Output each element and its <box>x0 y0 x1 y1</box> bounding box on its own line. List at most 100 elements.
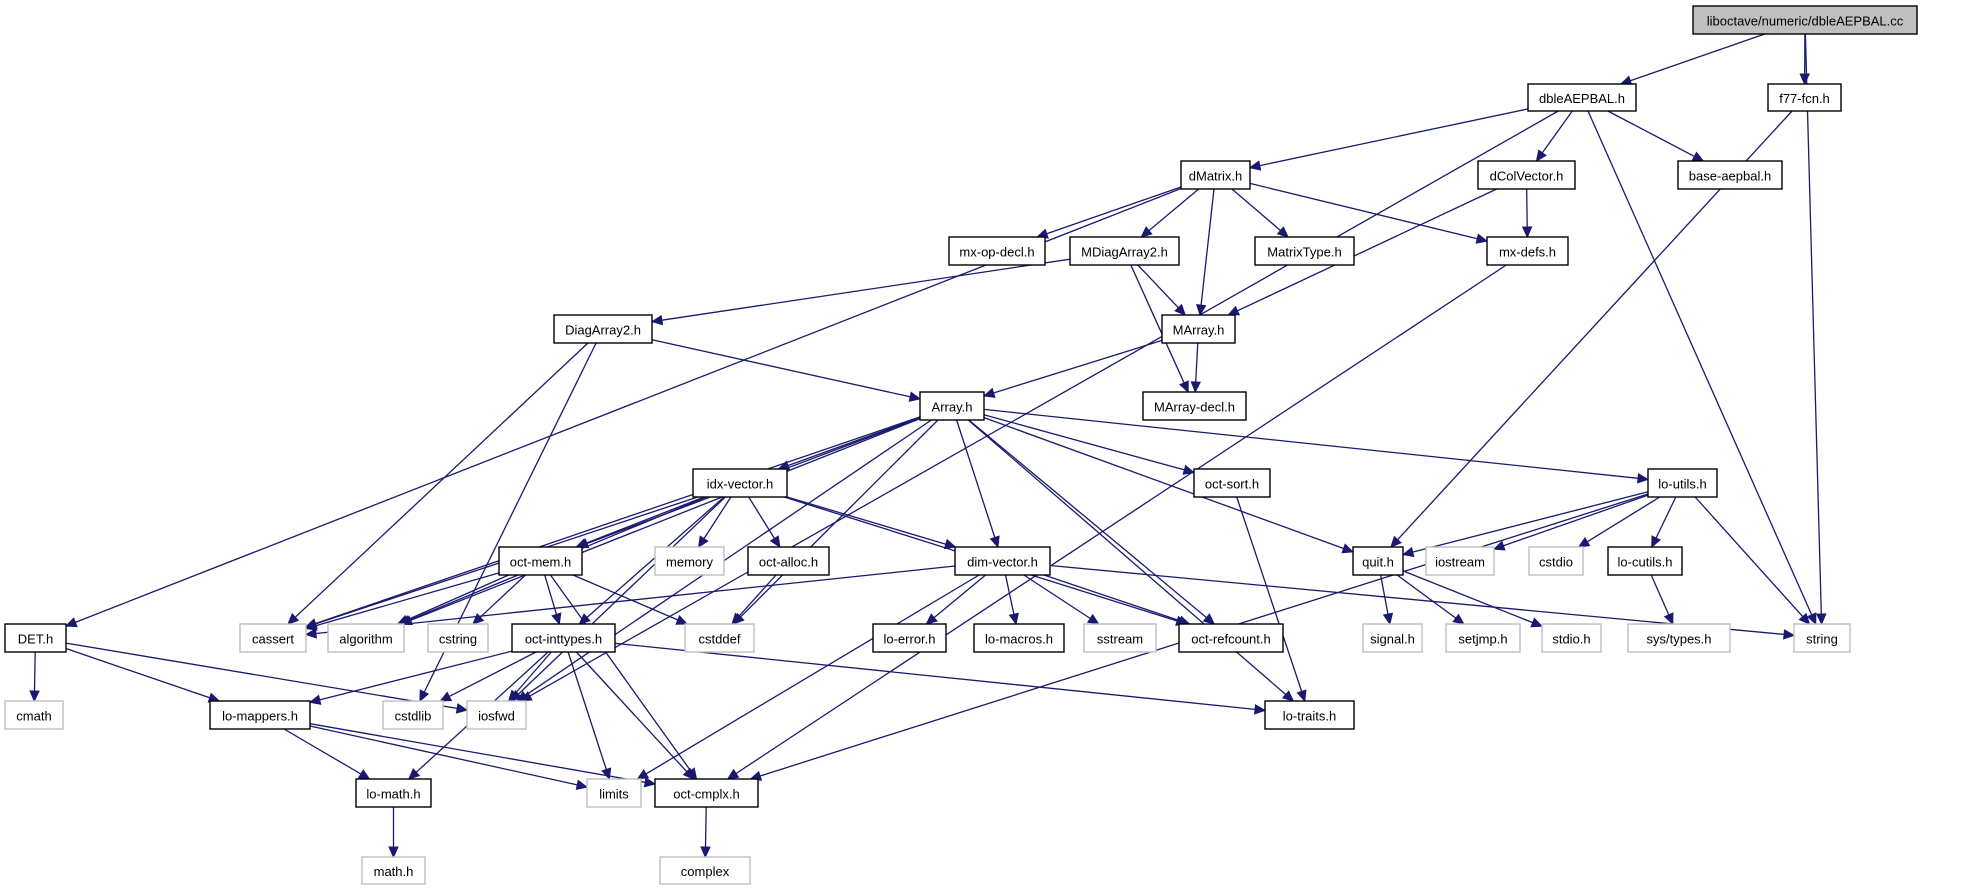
node-oct-sort-h[interactable]: oct-sort.h <box>1193 468 1271 498</box>
node-box <box>1767 83 1842 112</box>
arrowhead-icon <box>1202 613 1216 625</box>
edge-lo_mappers_h-to-lo_math_h <box>283 728 362 775</box>
edge-lo_mappers_h-to-limits <box>309 725 578 786</box>
node-label: dColVector.h <box>1490 169 1564 184</box>
node-box <box>361 856 426 885</box>
node-label: cstdlib <box>395 709 432 724</box>
node-box <box>382 700 444 730</box>
arrowhead-icon <box>1806 612 1817 626</box>
node-root[interactable]: liboctave/numeric/dbleAEPBAL.cc <box>1692 5 1918 35</box>
node-idx-vector-h[interactable]: idx-vector.h <box>692 468 788 498</box>
node-cstddef: cstddef <box>684 623 755 653</box>
arrowhead-icon <box>304 628 317 639</box>
node-box <box>948 236 1046 266</box>
node-box <box>553 314 653 344</box>
node-array-h[interactable]: Array.h <box>919 391 985 421</box>
node-sstream: sstream <box>1083 623 1157 653</box>
edge-oct_mem_h-to-cassert <box>315 572 500 627</box>
node-label: cassert <box>252 632 294 647</box>
arrowhead-icon <box>575 779 589 790</box>
edge-dbleAEPBAL_h-to-string <box>1587 110 1813 616</box>
arrowhead-icon <box>408 767 421 780</box>
edge-dbleAEPBAL_h-to-dMatrix_h <box>1259 108 1529 167</box>
edge-quit_h-to-signal_h <box>1379 574 1389 615</box>
node-cstring: cstring <box>427 623 489 653</box>
node-mx-op-decl-h[interactable]: mx-op-decl.h <box>948 236 1046 266</box>
arrowhead-icon <box>731 612 744 625</box>
node-oct-alloc-h[interactable]: oct-alloc.h <box>747 546 830 576</box>
node-diagarray2-h[interactable]: DiagArray2.h <box>553 314 653 344</box>
node-label: quit.h <box>1362 555 1394 570</box>
arrowhead-icon <box>908 391 922 402</box>
node-box <box>1627 623 1731 653</box>
arrowhead-icon <box>682 767 695 780</box>
edge-oct_mem_h-to-cstddef <box>572 574 679 621</box>
node-box <box>586 778 642 808</box>
arrowhead-icon <box>1798 612 1811 625</box>
node-base-aepbal-h[interactable]: base-aepbal.h <box>1677 160 1783 190</box>
edge-dim_vector_h-to-oct_refcount_h <box>1043 574 1181 622</box>
node-lo-cutils-h[interactable]: lo-cutils.h <box>1607 546 1683 576</box>
node-setjmp-h: setjmp.h <box>1445 623 1521 653</box>
node-label: idx-vector.h <box>707 477 773 492</box>
node-matrixtype-h[interactable]: MatrixType.h <box>1254 236 1355 266</box>
arrowhead-icon <box>697 535 709 549</box>
node-marray-h[interactable]: MArray.h <box>1161 314 1236 344</box>
edge-Array_h-to-iosfwd <box>525 419 932 696</box>
node-math-h: math.h <box>361 856 426 885</box>
node-label: oct-cmplx.h <box>673 787 739 802</box>
node-marray-decl-h[interactable]: MArray-decl.h <box>1142 391 1247 421</box>
edge-oct_inttypes_h-to-oct_cmplx_h <box>575 651 688 773</box>
edge-quit_h-to-setjmp_h <box>1396 574 1457 619</box>
node-sys-types-h: sys/types.h <box>1627 623 1731 653</box>
edge-dim_vector_h-to-limits <box>645 574 980 775</box>
node-det-h[interactable]: DET.h <box>4 623 67 653</box>
node-mx-defs-h[interactable]: mx-defs.h <box>1486 236 1569 266</box>
node-dbleaepbal-h[interactable]: dbleAEPBAL.h <box>1527 83 1637 112</box>
node-dcolvector-h[interactable]: dColVector.h <box>1477 160 1576 190</box>
edge-lo_utils_h-to-quit_h <box>1412 491 1649 553</box>
node-dim-vector-h[interactable]: dim-vector.h <box>954 546 1051 576</box>
arrowhead-icon <box>943 538 957 550</box>
node-oct-refcount-h[interactable]: oct-refcount.h <box>1178 623 1284 653</box>
node-box <box>1528 546 1584 576</box>
node-box <box>1445 623 1521 653</box>
edge-dMatrix_h-to-mx_defs_h <box>1249 182 1478 240</box>
arrowhead-icon <box>1663 612 1674 626</box>
node-oct-mem-h[interactable]: oct-mem.h <box>498 546 583 576</box>
node-oct-inttypes-h[interactable]: oct-inttypes.h <box>511 623 616 653</box>
edge-Array_h-to-quit_h <box>983 416 1344 550</box>
node-label: complex <box>681 864 730 879</box>
edge-idx_vector_h-to-dim_vector_h <box>786 496 946 545</box>
node-box <box>1069 236 1180 266</box>
edge-lo_utils_h-to-lo_cutils_h <box>1655 496 1677 539</box>
node-label: lo-traits.h <box>1283 709 1336 724</box>
node-cassert: cassert <box>239 623 307 653</box>
node-lo-mappers-h[interactable]: lo-mappers.h <box>209 700 311 730</box>
node-f77-fcn-h[interactable]: f77-fcn.h <box>1767 83 1842 112</box>
arrowhead-icon <box>982 387 996 398</box>
node-lo-utils-h[interactable]: lo-utils.h <box>1647 468 1718 498</box>
arrowhead-icon <box>1535 149 1547 162</box>
edge-dbleAEPBAL_h-to-base_aepbal_h <box>1607 110 1695 157</box>
node-dmatrix-h[interactable]: dMatrix.h <box>1180 160 1251 190</box>
node-label: lo-mappers.h <box>222 709 298 724</box>
node-box <box>498 546 583 576</box>
node-mdiagarray2-h[interactable]: MDiagArray2.h <box>1069 236 1180 266</box>
node-quit-h[interactable]: quit.h <box>1352 546 1404 576</box>
edge-lo_utils_h-to-cstdio <box>1586 496 1661 543</box>
node-box <box>684 623 755 653</box>
node-lo-traits-h[interactable]: lo-traits.h <box>1264 700 1355 730</box>
arrowhead-icon <box>636 769 650 780</box>
node-lo-error-h[interactable]: lo-error.h <box>872 623 947 653</box>
node-label: lo-utils.h <box>1658 477 1706 492</box>
edge-dbleAEPBAL_h-to-dColVector_h <box>1541 110 1573 154</box>
node-signal-h: signal.h <box>1362 623 1423 653</box>
edge-oct_inttypes_h-to-cstdlib <box>449 651 537 697</box>
node-box <box>1161 314 1236 344</box>
edge-dim_vector_h-to-string <box>1049 564 1785 636</box>
node-oct-cmplx-h[interactable]: oct-cmplx.h <box>654 778 759 808</box>
edge-Array_h-to-cassert <box>315 416 921 625</box>
node-lo-math-h[interactable]: lo-math.h <box>355 778 432 808</box>
node-lo-macros-h[interactable]: lo-macros.h <box>973 623 1065 653</box>
